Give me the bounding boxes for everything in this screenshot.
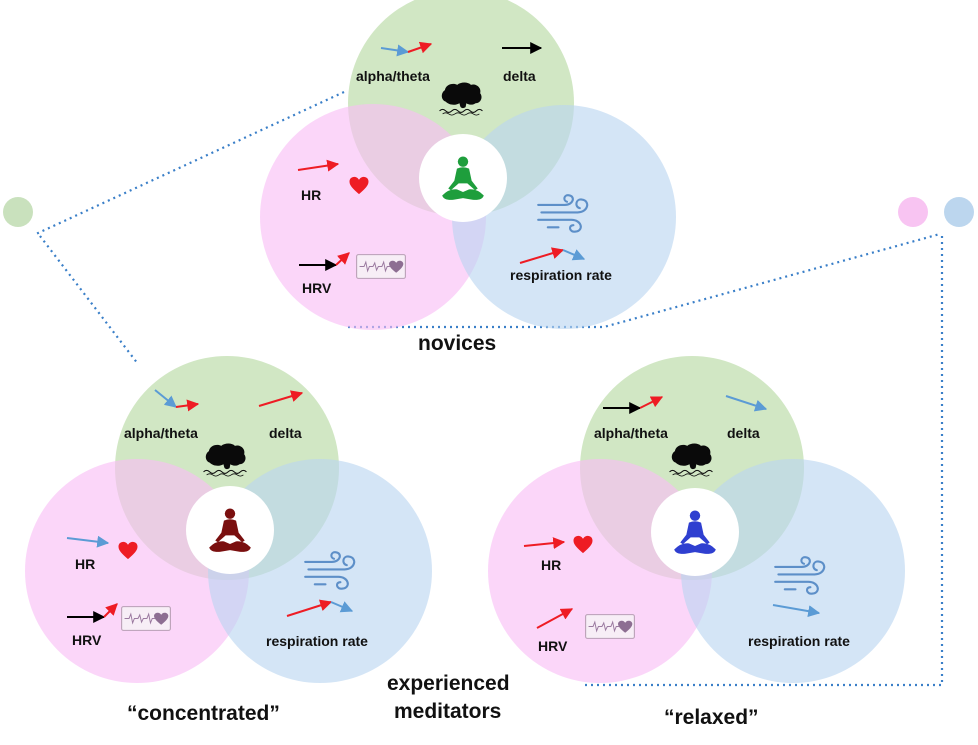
respiration-decrease-arrow	[772, 604, 821, 618]
hrv-increase-arrow	[103, 603, 118, 618]
delta-label: delta	[503, 68, 536, 84]
hr-increase-arrow	[297, 159, 340, 172]
hrv-label: HRV	[302, 280, 332, 296]
hrv-increase-arrow	[335, 252, 350, 266]
relaxed-title: “relaxed”	[664, 706, 759, 729]
hrv-label: HRV	[72, 632, 102, 648]
alpha-theta-label: alpha/theta	[594, 425, 668, 441]
brain-legend-dot	[3, 197, 33, 227]
hr-increase-arrow	[523, 537, 566, 550]
connector-lines	[35, 91, 944, 687]
novices-title: novices	[418, 332, 496, 355]
experienced-title-line2: meditators	[394, 700, 501, 723]
alpha-theta-decrease-arrow	[154, 389, 177, 408]
hrv-increase-arrow	[536, 608, 574, 629]
hrv-label: HRV	[538, 638, 568, 654]
respiration-increase-arrow	[286, 599, 333, 617]
heart-legend-dot	[898, 197, 928, 227]
respiration-increase-arrow	[519, 247, 565, 264]
concentrated-title: “concentrated”	[127, 702, 280, 725]
alpha-theta-label: alpha/theta	[356, 68, 430, 84]
novices-venn: alpha/theta delta HR HRV respiration rat…	[260, 0, 676, 330]
hr-label: HR	[301, 187, 321, 203]
respiration-rate-label: respiration rate	[510, 267, 612, 283]
delta-label: delta	[269, 425, 302, 441]
breath-circle	[452, 105, 676, 329]
respiration-decrease-arrow	[330, 601, 354, 613]
relaxed-venn: alpha/theta delta HR HRV respiration rat…	[488, 356, 905, 683]
alpha-theta-label: alpha/theta	[124, 425, 198, 441]
alpha-theta-decrease-arrow	[380, 44, 410, 57]
breath-legend-dot	[944, 197, 974, 227]
hr-decrease-arrow	[66, 535, 110, 548]
breath-circle	[681, 459, 905, 683]
delta-label: delta	[727, 425, 760, 441]
heart-rhythm-icon	[585, 614, 635, 639]
alpha-theta-increase-arrow	[639, 396, 664, 409]
alpha-theta-increase-arrow	[175, 399, 200, 412]
respiration-rate-label: respiration rate	[748, 633, 850, 649]
hr-label: HR	[541, 557, 561, 573]
delta-decrease-arrow	[725, 395, 768, 412]
alpha-theta-increase-arrow	[407, 41, 433, 54]
experienced-title-line1: experienced	[387, 672, 510, 695]
delta-increase-arrow	[258, 390, 304, 407]
heart-rhythm-icon	[356, 254, 406, 279]
heart-rhythm-icon	[121, 606, 171, 631]
hr-label: HR	[75, 556, 95, 572]
respiration-decrease-arrow	[562, 249, 586, 261]
concentrated-venn: alpha/theta delta HR HRV respiration rat…	[25, 356, 432, 683]
respiration-rate-label: respiration rate	[266, 633, 368, 649]
